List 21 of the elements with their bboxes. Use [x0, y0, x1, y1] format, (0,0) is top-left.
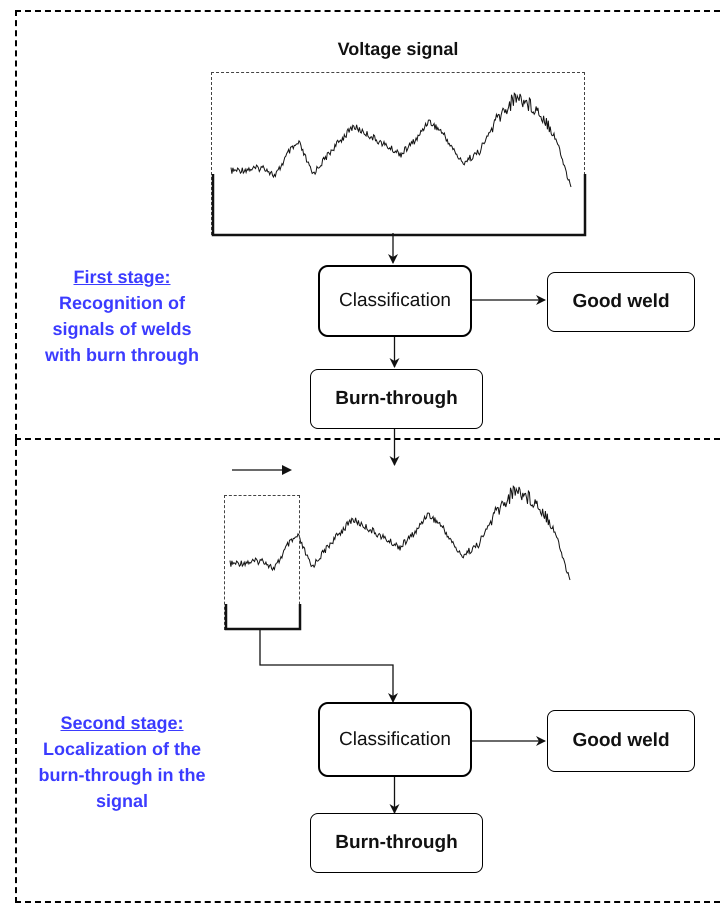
- arrow: [388, 233, 398, 264]
- stage-heading: Second stage:: [60, 712, 184, 735]
- arrow: [470, 295, 546, 305]
- arrow: [390, 335, 400, 368]
- stage-heading: First stage:: [73, 266, 171, 289]
- arrow: [470, 736, 546, 746]
- result-box: Burn-through: [310, 369, 483, 429]
- result-box: Good weld: [547, 272, 695, 332]
- classifier-box: Classification: [318, 702, 472, 777]
- arrow: [390, 777, 400, 814]
- stage-panel: [15, 440, 720, 903]
- stage-description: Recognition of signals of welds with burn through: [44, 292, 200, 367]
- stage-description: Localization of the burn-through in the signal: [38, 738, 206, 813]
- result-box: Good weld: [547, 710, 695, 772]
- arrow: [390, 427, 400, 466]
- sliding-window: [224, 495, 300, 630]
- signal-title: Voltage signal: [338, 38, 458, 61]
- stage-panel: [15, 10, 720, 440]
- arrow: [259, 630, 398, 703]
- result-box: Burn-through: [310, 813, 483, 873]
- classifier-box: Classification: [318, 265, 472, 337]
